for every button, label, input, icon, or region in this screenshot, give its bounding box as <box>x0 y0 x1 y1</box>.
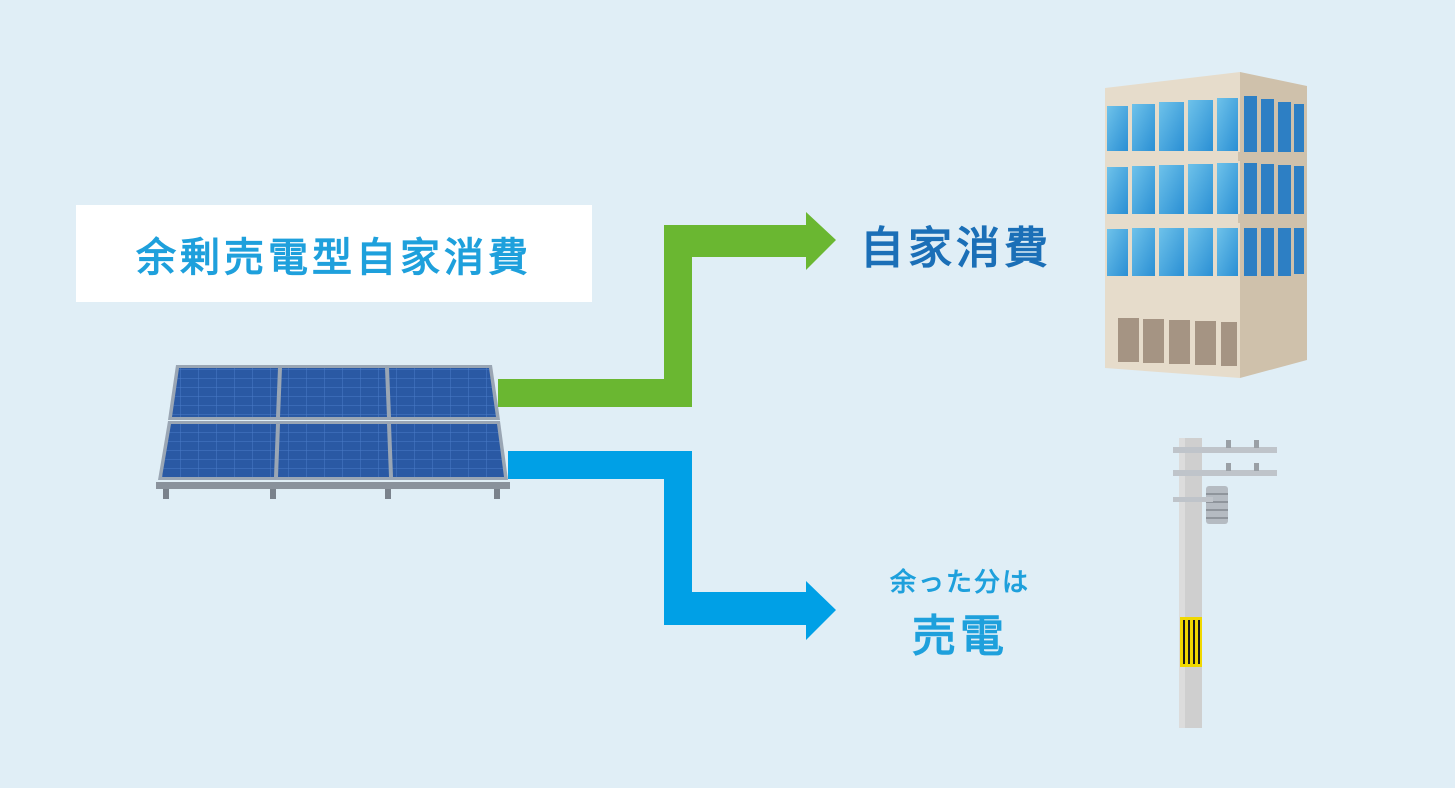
solar-panel-icon <box>156 365 510 499</box>
surplus-prefix-label: 余った分は <box>889 568 1030 598</box>
blue-flow-arrow <box>508 451 836 640</box>
diagram-title: 余剰売電型自家消費 <box>136 234 532 281</box>
green-flow-arrow <box>498 212 836 407</box>
sell-power-label: 売電 <box>912 611 1008 662</box>
self-consumption-label: 自家消費 <box>860 223 1052 274</box>
office-building-icon <box>1105 72 1307 378</box>
title-box: 余剰売電型自家消費 <box>76 205 592 302</box>
utility-pole-icon <box>1173 438 1277 728</box>
